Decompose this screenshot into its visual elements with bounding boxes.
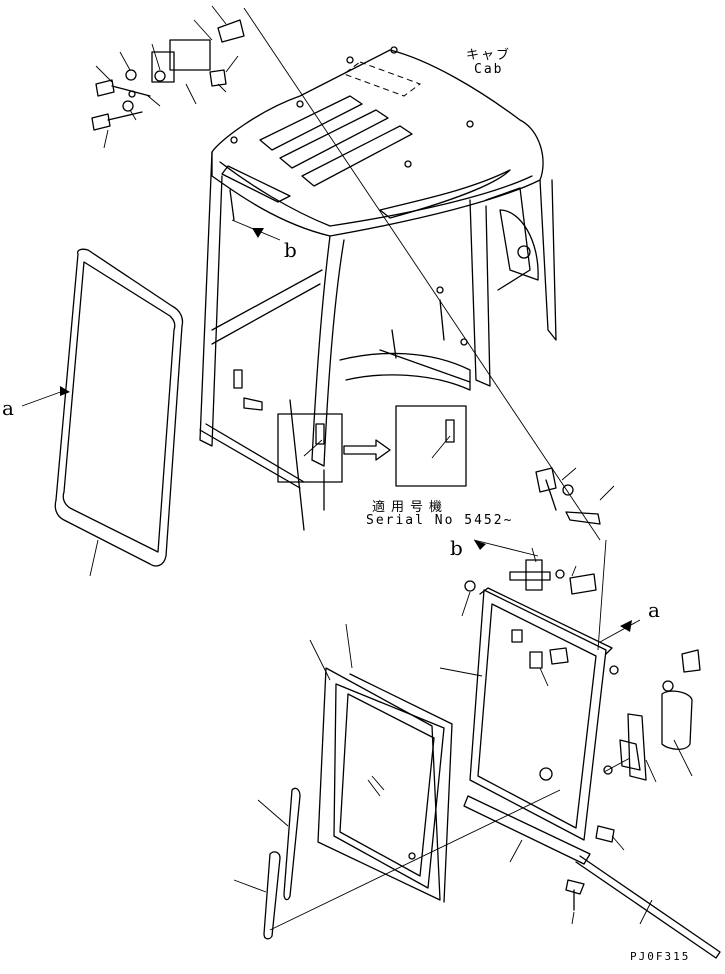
ref-b-top: b [284, 238, 297, 262]
top-hardware-group [91, 5, 601, 541]
cab-label-en: Cab [474, 62, 504, 77]
drawing-code: PJ0F315 [630, 950, 691, 963]
cab-body [199, 46, 557, 531]
door-glass [269, 623, 561, 931]
left-window-seal [21, 248, 184, 577]
door-frame [439, 539, 721, 959]
ref-a-left: a [2, 396, 14, 420]
cab-label-jp: キャブ [466, 48, 512, 63]
ref-a-right: a [648, 598, 660, 622]
right-hardware-group [473, 467, 615, 595]
seal-strips [233, 787, 301, 940]
ref-b-mid: b [450, 536, 463, 560]
serial-label-en: Serial No 5452~ [366, 513, 514, 528]
serial-label-jp: 適用号機 [372, 500, 449, 515]
detail-inset [277, 405, 467, 487]
